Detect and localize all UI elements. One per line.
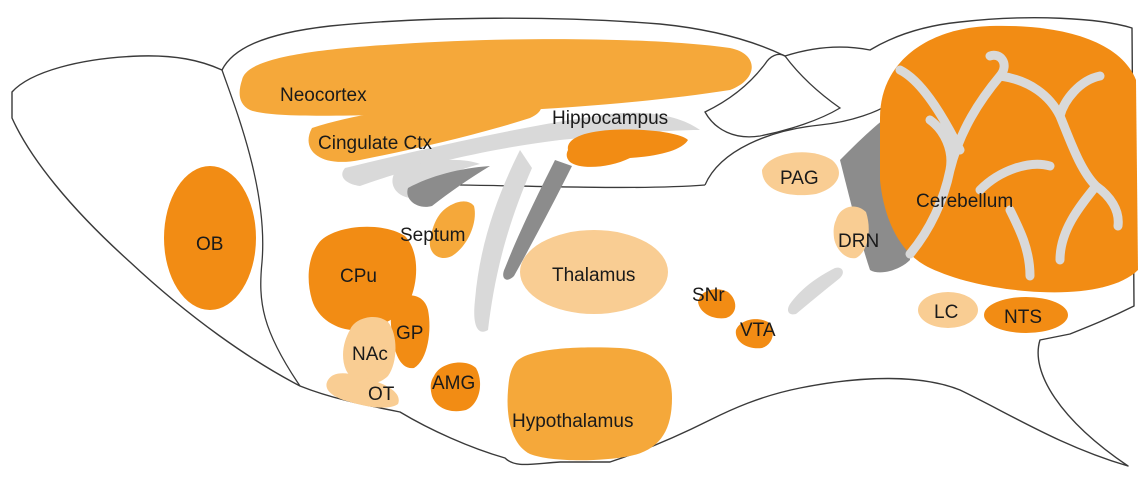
cerebellum-label: Cerebellum	[916, 191, 1013, 212]
snr-label: SNr	[692, 285, 725, 306]
hypothalamus-region	[508, 347, 672, 460]
pag-label: PAG	[780, 168, 819, 189]
hippocampus-label: Hippocampus	[552, 108, 668, 129]
gp-label: GP	[396, 323, 423, 344]
ot-label: OT	[368, 384, 395, 405]
cingulate-label: Cingulate Ctx	[318, 133, 433, 154]
cpu-label: CPu	[340, 266, 377, 287]
nac-label: NAc	[352, 344, 388, 365]
lc-label: LC	[934, 302, 958, 323]
neocortex-label: Neocortex	[280, 85, 367, 106]
cerebellum-region	[880, 26, 1138, 293]
drn-label: DRN	[838, 231, 879, 252]
ob-label: OB	[196, 234, 223, 255]
nts-label: NTS	[1004, 307, 1042, 328]
vta-label: VTA	[740, 320, 776, 341]
amg-label: AMG	[432, 373, 475, 394]
thalamus-label: Thalamus	[552, 265, 635, 286]
hypothalamus-label: Hypothalamus	[512, 411, 633, 432]
septum-label: Septum	[400, 225, 465, 246]
